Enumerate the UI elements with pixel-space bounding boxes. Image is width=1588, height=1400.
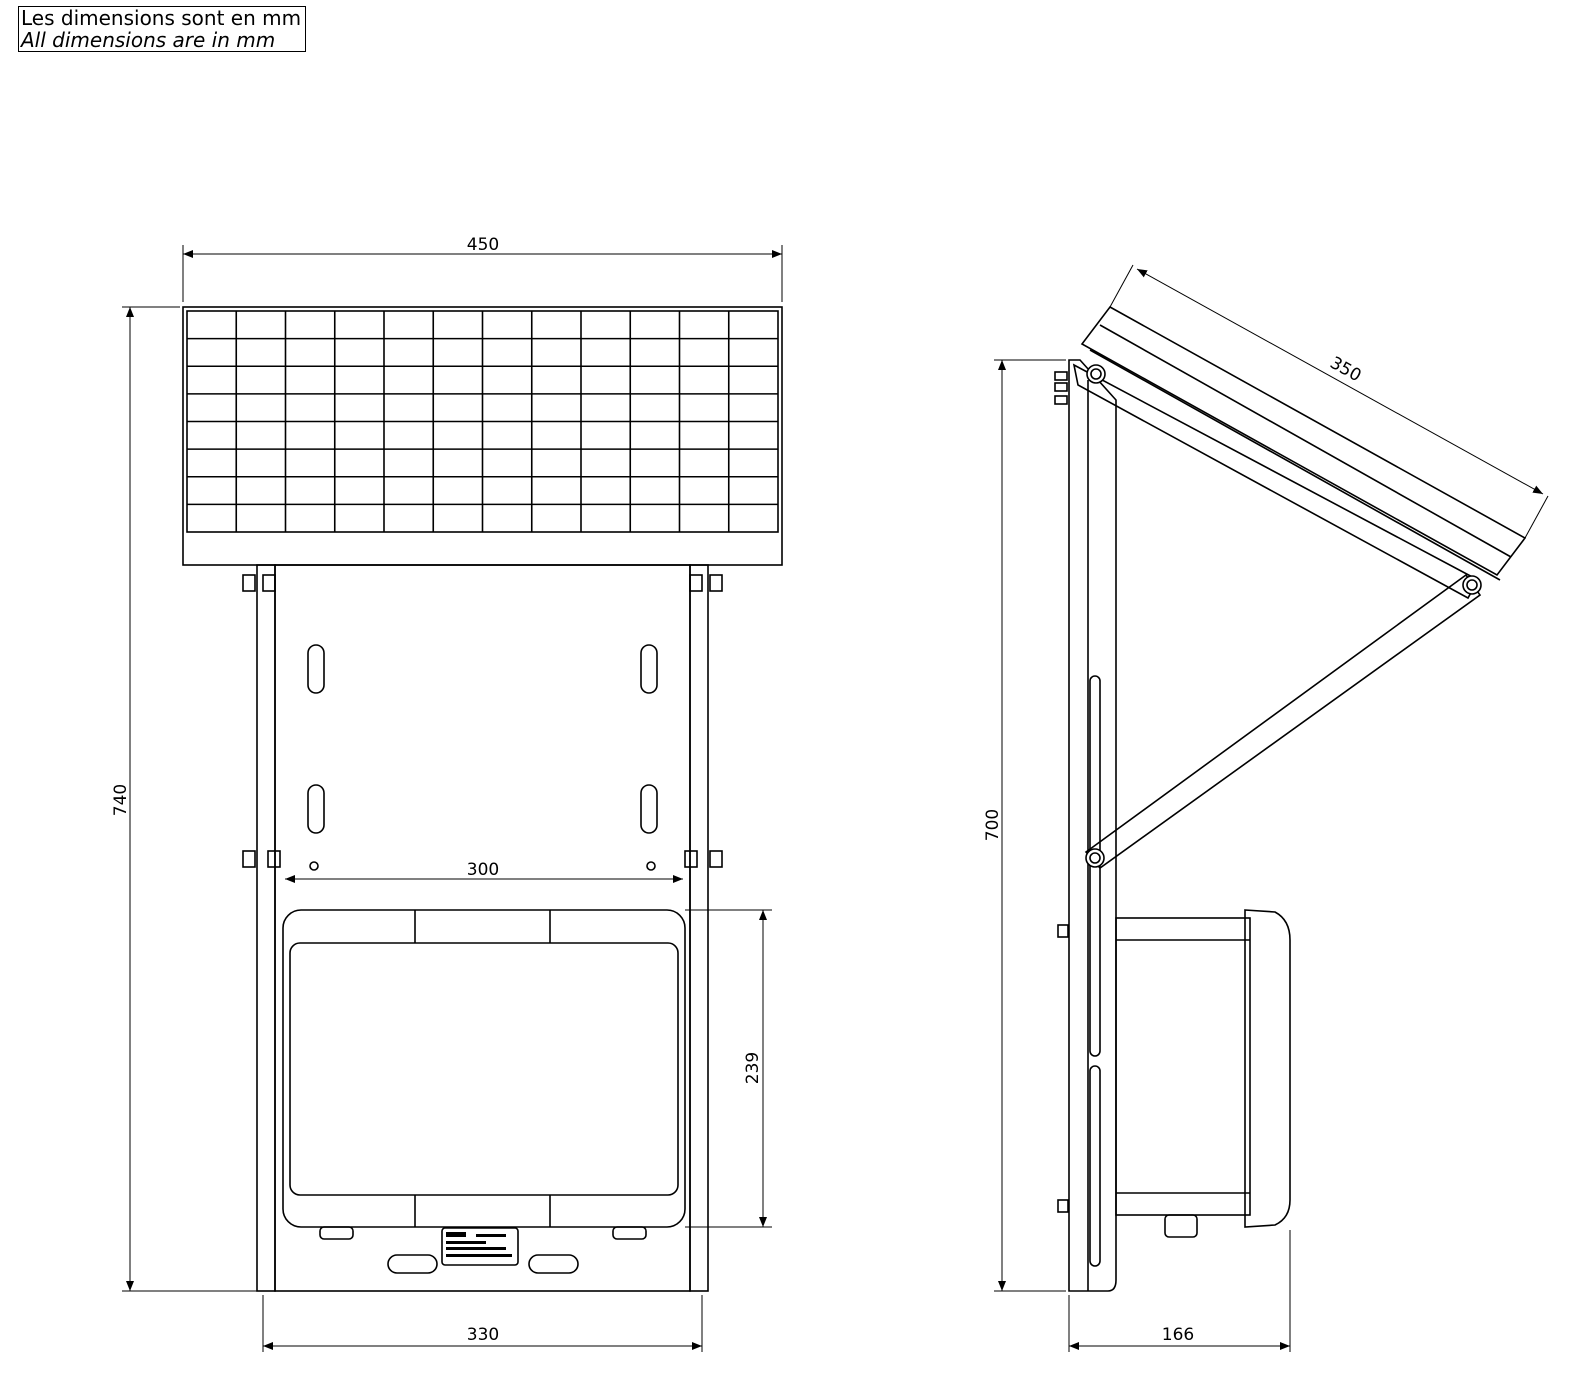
battery-box (282, 909, 686, 1228)
solar-cell-grid (187, 311, 778, 532)
dim-depth: 166 (1162, 1325, 1194, 1345)
dim-total-height: 740 (111, 784, 131, 816)
side-box-lid (1244, 909, 1291, 1228)
back-plate (274, 564, 691, 1292)
dim-base-width: 330 (467, 1325, 499, 1345)
foot (612, 1226, 647, 1240)
side-solar-panel (1080, 305, 1527, 577)
base-slot (387, 1254, 438, 1274)
units-note: Les dimensions sont en mm All dimensions… (18, 6, 306, 52)
support-arm (1084, 573, 1482, 870)
right-rail (689, 564, 709, 1292)
mount-slot (640, 784, 658, 834)
foot (319, 1226, 354, 1240)
hole (646, 861, 656, 871)
side-view: 350 700 166 (983, 264, 1549, 1352)
mount-slot (307, 784, 325, 834)
cable-gland (1164, 1214, 1198, 1238)
product-label-plate (441, 1227, 519, 1266)
units-note-fr: Les dimensions sont en mm (21, 6, 302, 30)
front-view: 450 740 300 239 330 (111, 235, 783, 1352)
dim-panel-width: 450 (467, 235, 499, 255)
dim-mount-spacing: 300 (467, 860, 499, 880)
battery-box-lid (289, 942, 679, 1196)
dim-side-height: 700 (983, 809, 1003, 841)
dim-panel-length: 350 (1326, 353, 1364, 386)
dim-box-height: 239 (743, 1052, 763, 1084)
side-battery-box (1115, 917, 1251, 1216)
panel-bracket (1072, 363, 1480, 600)
side-post (1068, 359, 1117, 1292)
bolts (242, 574, 723, 868)
post-slot (1089, 1065, 1101, 1267)
hole (309, 861, 319, 871)
mount-slot (640, 644, 658, 694)
units-note-en: All dimensions are in mm (21, 28, 276, 52)
base-slot (528, 1254, 579, 1274)
mount-slot (307, 644, 325, 694)
left-rail (256, 564, 276, 1292)
